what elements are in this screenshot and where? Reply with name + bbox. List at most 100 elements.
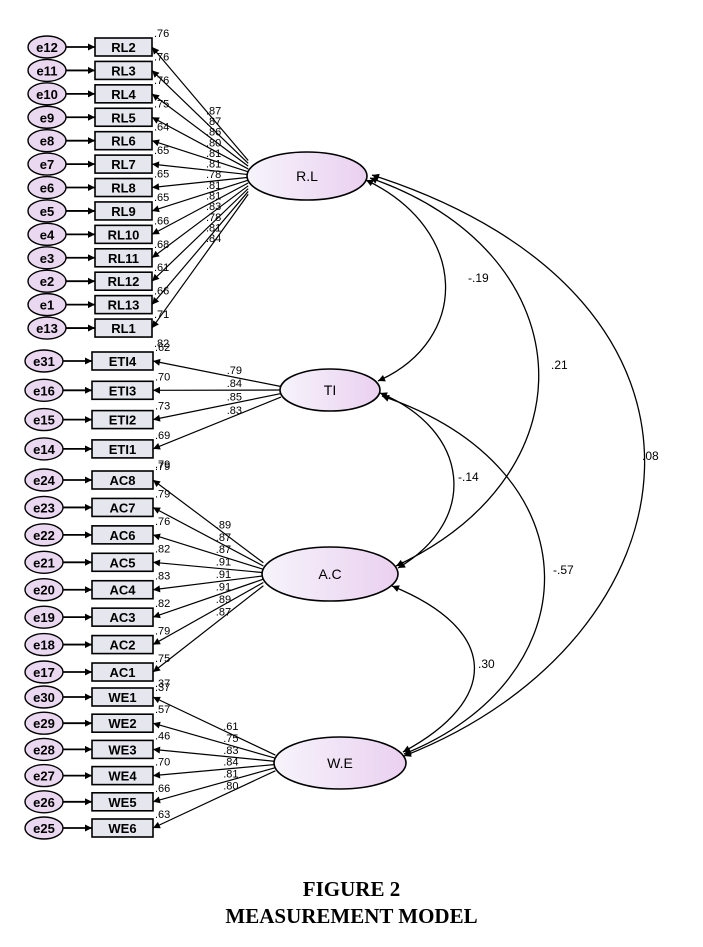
loading-arrow: [151, 139, 249, 173]
error-term-e20: [24, 578, 64, 602]
indicator-box-rl1: [94, 318, 153, 338]
indicator-label: WE4: [108, 769, 137, 784]
loading-value: .86: [206, 127, 221, 139]
error-term-e9: [27, 105, 67, 129]
latent-label: W.E: [327, 755, 353, 771]
indicator-box-eti4: [91, 351, 154, 371]
loading-arrow: [152, 479, 264, 564]
indicator-box-rl5: [94, 107, 153, 128]
loading-arrow: [151, 161, 249, 176]
indicator-box-rl6: [94, 130, 153, 151]
indicator-label: RL3: [111, 63, 136, 78]
r2-value: .76: [154, 51, 169, 63]
loading-arrow: [152, 396, 282, 450]
loading-value: .91: [216, 582, 231, 594]
error-term-e7: [27, 152, 67, 176]
indicator-box-rl12: [94, 271, 153, 292]
indicator-box-we4: [91, 765, 154, 786]
error-term-e15: [24, 407, 64, 432]
error-term-label: e25: [33, 821, 55, 836]
error-term-label: e15: [33, 413, 55, 428]
r2-value: .65: [154, 169, 169, 181]
loading-arrow: [151, 46, 249, 161]
error-term-e1: [27, 292, 67, 317]
indicator-box-ac7: [91, 497, 154, 518]
error-term-label: e7: [40, 157, 54, 172]
error-term-e27: [24, 763, 64, 788]
indicator-label: WE1: [108, 690, 136, 705]
error-term-e29: [24, 711, 64, 735]
r2-value: .61: [154, 262, 169, 274]
indicator-box-ac3: [91, 607, 154, 627]
error-term-e21: [24, 550, 64, 574]
indicator-label: WE6: [108, 821, 136, 836]
r2-value: .37: [155, 678, 170, 690]
error-term-e11: [27, 58, 67, 83]
loading-value: .85: [227, 391, 242, 403]
loading-arrow: [152, 578, 264, 619]
indicator-label: RL8: [111, 181, 136, 196]
r2-value: .82: [155, 598, 170, 610]
loading-value: .78: [206, 212, 221, 224]
indicator-label: RL1: [111, 321, 136, 336]
error-term-e10: [27, 82, 67, 106]
correlation-arc: [391, 585, 476, 753]
error-term-label: e23: [33, 500, 55, 515]
loading-value: .83: [227, 405, 242, 417]
r2-value: .62: [155, 342, 170, 354]
indicator-label: WE5: [108, 795, 136, 810]
error-term-e4: [27, 222, 67, 247]
indicator-box-ac2: [91, 634, 154, 655]
loading-value: .81: [206, 180, 221, 192]
loading-value: .78: [206, 169, 221, 181]
r2-value: .79: [155, 626, 170, 638]
loading-arrow: [151, 69, 249, 164]
error-term-label: e29: [33, 716, 55, 731]
error-term-label: e21: [33, 555, 55, 570]
latent-ac: [261, 546, 399, 602]
indicator-label: ETI2: [109, 413, 136, 428]
error-term-label: e27: [33, 769, 55, 784]
loading-arrow: [151, 182, 249, 235]
r2-value: .65: [154, 192, 169, 204]
indicator-box-eti1: [91, 439, 154, 459]
indicator-box-rl7: [94, 154, 153, 174]
loading-value: .81: [206, 222, 221, 234]
indicator-label: AC8: [109, 473, 135, 488]
error-term-label: e22: [33, 528, 55, 543]
indicator-box-ac5: [91, 552, 154, 573]
r2-value: .79: [155, 459, 170, 471]
error-term-label: e20: [33, 583, 55, 598]
indicator-label: ETI1: [109, 442, 136, 457]
indicator-label: RL11: [108, 251, 139, 266]
error-term-label: e10: [36, 87, 58, 102]
loading-value: .83: [206, 201, 221, 213]
indicator-label: ETI3: [109, 383, 136, 398]
loading-arrow: [151, 185, 249, 259]
error-term-e24: [24, 468, 64, 492]
loading-arrow: [152, 585, 264, 673]
loading-value: .80: [206, 137, 221, 149]
indicator-label: AC7: [109, 500, 135, 515]
error-term-e26: [24, 790, 64, 814]
loading-value: .91: [216, 557, 231, 569]
indicator-label: RL7: [111, 157, 136, 172]
loading-value: .75: [223, 733, 238, 745]
loading-arrow: [152, 358, 282, 388]
error-term-label: e24: [33, 473, 55, 488]
latent-label: R.L: [296, 168, 318, 184]
loading-value: .89: [216, 594, 231, 606]
error-term-e18: [24, 632, 64, 657]
loading-arrow: [151, 193, 249, 329]
latent-rl: [246, 151, 368, 201]
indicator-label: RL6: [111, 134, 136, 149]
error-term-e12: [27, 35, 67, 59]
indicator-label: RL12: [108, 274, 140, 289]
loading-arrow: [151, 188, 249, 282]
indicator-box-we2: [91, 713, 154, 734]
correlation-value: -.19: [468, 271, 489, 285]
correlation-arc: [381, 394, 546, 755]
correlation-arc: [369, 176, 540, 567]
latent-we: [273, 736, 407, 790]
